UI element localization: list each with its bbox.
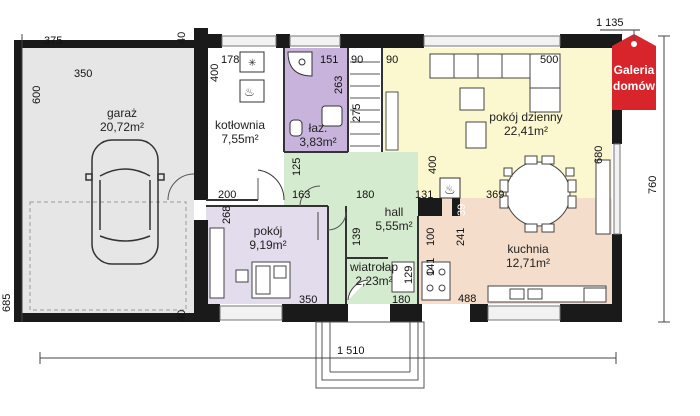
dim-129: 129 [403,266,415,284]
kitchen-area: 12,71m² [506,256,550,270]
dim-369: 369 [486,189,504,201]
dim-side-760: 760 [647,176,659,194]
bath-name: łaz. [309,121,328,135]
living-name: pokój dzienny [489,110,562,124]
bath-area: 3,83m² [299,135,336,149]
hall-name: hall [385,205,404,219]
logo-line1: Galeria [614,63,655,77]
garage-area: 20,72m² [100,120,144,134]
garage-name: garaż [107,106,137,120]
logo-line2: domów [613,79,656,93]
dim-stair-len: 275 [351,104,363,122]
dim-left-top: 375 [44,35,62,47]
garage-floor [22,48,194,313]
dim-living-depth: 400 [427,156,439,174]
dim-488: 488 [458,293,476,305]
dim-163: 163 [292,189,310,201]
kitchen-fixtures [421,261,607,303]
garage-door-outline [29,201,187,311]
living-area: 22,41m² [504,124,548,138]
stairs [350,61,399,151]
dim-180: 180 [356,189,374,201]
dim-bath-width: 151 [320,54,338,66]
hall-area: 5,55m² [375,219,412,233]
dim-room-width: 350 [299,294,317,306]
dim-top-right: 1 135 [596,17,624,29]
dim-stair-b: 90 [386,54,398,66]
svg-text:♨: ♨ [244,85,255,99]
svg-text:✳: ✳ [248,58,256,69]
dim-241: 241 [455,228,467,246]
kitchen-name: kuchnia [507,242,549,256]
dim-left-bottom: 685 [1,294,13,312]
fireplace-icon: ♨ [439,177,461,199]
dining-table [499,155,611,235]
dim-stair-a: 90 [351,54,363,66]
vestibule-area: 2,23m² [355,274,392,288]
dim-garage-width: 350 [74,68,92,80]
interior-walls [206,48,419,304]
dim-125: 125 [291,158,303,176]
dim-gap-40-top: 40 [176,32,188,44]
dimension-labels: 1 135 375 40 350 600 400 178 151 263 90 … [1,17,659,357]
car-icon [85,139,165,265]
vestibule-name: wiatrołap [349,260,398,274]
sofa [429,53,561,149]
dim-gap-40-bottom: 40 [176,310,188,322]
dim-141: 141 [425,258,437,276]
dim-131: 131 [415,189,433,201]
stair-floor [348,48,382,152]
dim-268: 268 [221,206,233,224]
bath-fixtures [287,51,343,137]
dimension-lines [21,34,670,364]
walls [14,28,622,322]
room-name: pokój [254,224,283,238]
dim-living-width: 500 [540,54,558,66]
svg-text:♨: ♨ [444,182,456,197]
dim-100: 100 [425,228,437,246]
boiler-fixtures: ✳ ♨ [239,51,285,201]
room-area: 9,19m² [249,238,286,252]
dim-200: 200 [218,189,236,201]
galeria-domow-logo: Galeria domów [612,30,656,110]
dim-bath-depth: 263 [333,76,345,94]
room-furniture [209,212,319,299]
dim-180b: 180 [392,294,410,306]
dim-boiler-width: 178 [221,54,239,66]
dim-39: 39 [456,204,468,216]
dim-side-680: 680 [593,146,605,164]
door-swings [167,173,347,231]
dim-139: 139 [351,228,363,246]
boiler-area: 7,55m² [221,132,258,146]
dim-total-width: 1 510 [337,345,365,357]
boiler-name: kotłownia [215,118,265,132]
vestibule-fixtures [347,261,415,301]
windows [219,35,621,321]
dim-boiler-depth: 400 [209,64,221,82]
dim-garage-depth: 600 [31,86,43,104]
entrance-steps [315,321,425,389]
